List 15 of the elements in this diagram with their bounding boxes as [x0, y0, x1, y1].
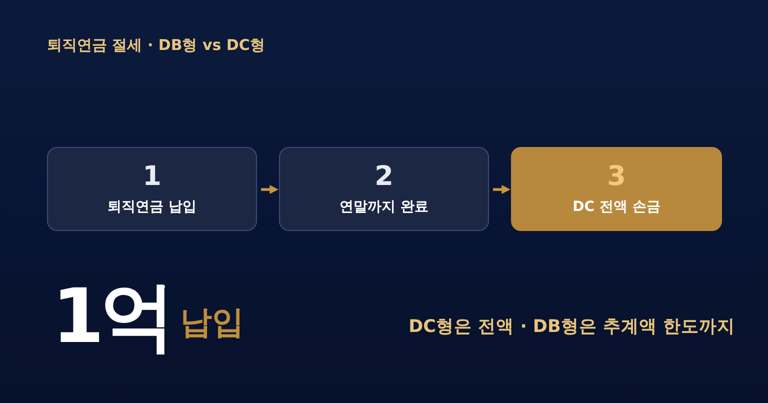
step-box: [511, 147, 722, 231]
step-label: 퇴직연금 납입: [108, 200, 196, 216]
arrow: [261, 185, 279, 194]
step-box: [47, 147, 257, 231]
step-box: [279, 147, 489, 231]
step-label: 연말까지 완료: [340, 200, 428, 216]
step-label: DC 전액 손금: [572, 200, 660, 216]
step-number: 2: [374, 162, 394, 190]
unit-label: 납입: [180, 306, 244, 338]
step-number: 3: [607, 162, 626, 190]
step-number: 1: [142, 162, 162, 190]
note-text: DC형은 전액 · DB형은 추계액 한도까지: [408, 319, 735, 336]
arrow: [493, 185, 511, 194]
big-number: 1억: [52, 279, 172, 354]
title: 퇴직연금 절세 · DB형 vs DC형: [47, 36, 265, 55]
